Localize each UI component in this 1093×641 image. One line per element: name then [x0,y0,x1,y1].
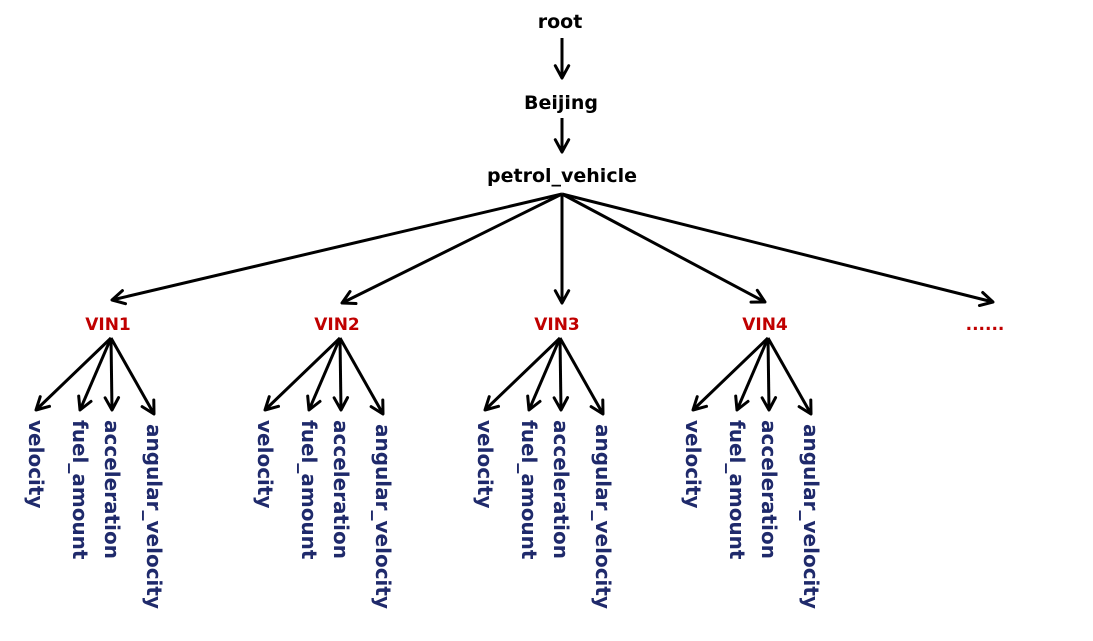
arrowhead-icon [332,396,350,412]
leaf-angular-velocity: angular_velocity [371,424,395,609]
arrowhead-icon [553,138,571,154]
leaf-fuel-amount: fuel_amount [297,420,321,560]
node-root: root [538,11,583,33]
edge-vin3-angular-velocity [558,337,605,416]
edge-vin4-acceleration [760,337,778,412]
arrowhead-icon [77,394,93,412]
node-petrol-vehicle: petrol_vehicle [487,165,637,187]
edge-petrol-more [561,192,995,308]
leaf-angular-velocity: angular_velocity [799,424,823,609]
arrowhead-icon [263,395,281,412]
leaf-velocity: velocity [681,420,705,509]
arrowhead-icon [526,394,542,412]
leaf-acceleration: acceleration [549,420,573,559]
arrowhead-icon [589,398,605,416]
leaf-velocity: velocity [253,420,277,509]
edge-root-beijing [553,38,571,80]
arrowhead-icon [977,291,995,308]
arrowhead-icon [103,396,121,412]
node-vin1: VIN1 [85,315,131,335]
edge-vin1-fuel-amount [77,337,113,412]
arrowhead-icon [34,395,52,412]
edge-vin1-acceleration [103,337,121,412]
arrowhead-icon [749,288,767,304]
arrowhead-icon [797,398,813,416]
node-beijing: Beijing [524,92,598,114]
edges [34,38,995,416]
node-vin4: VIN4 [742,315,788,335]
leaf-acceleration: acceleration [757,420,781,559]
vin-nodes: VIN1 velocity fuel_amount acceleration angul… [24,315,823,609]
arrowhead-icon [340,290,358,306]
arrowhead-icon [691,395,709,412]
leaf-fuel-amount: fuel_amount [725,420,749,560]
edge-vin4-velocity [691,336,770,412]
edge-vin4-fuel-amount [734,337,770,412]
edge-beijing-petrol [553,118,571,154]
edge-vin1-angular-velocity [109,337,156,416]
arrowhead-icon [760,396,778,412]
arrowhead-icon [553,289,571,305]
edge-vin3-velocity [483,336,562,412]
edge-petrol-vin3 [553,194,571,305]
leaf-fuel-amount: fuel_amount [68,420,92,560]
arrowhead-icon [483,395,501,412]
arrowhead-icon [140,398,156,416]
arrowhead-icon [306,394,322,412]
leaf-acceleration: acceleration [329,420,353,559]
arrowhead-icon [552,396,570,412]
leaf-acceleration: acceleration [100,420,124,559]
node-vin3: VIN3 [534,315,580,335]
edge-petrol-vin1 [110,192,563,306]
edge-vin2-acceleration [332,337,350,412]
leaf-angular-velocity: angular_velocity [591,424,615,609]
edge-vin2-fuel-amount [306,337,342,412]
edge-vin2-angular-velocity [338,337,385,416]
arrowhead-icon [110,289,127,306]
edge-vin3-acceleration [552,337,570,412]
arrowhead-icon [553,64,571,80]
arrowhead-icon [734,394,750,412]
edge-vin4-angular-velocity [766,337,813,416]
leaf-fuel-amount: fuel_amount [517,420,541,560]
edge-vin2-velocity [263,336,342,412]
node-vin2: VIN2 [314,315,360,335]
node-more-ellipsis: ...... [966,315,1005,335]
leaf-angular-velocity: angular_velocity [142,424,166,609]
leaf-velocity: velocity [24,420,48,509]
arrowhead-icon [369,398,385,416]
edge-petrol-vin2 [340,192,563,306]
edge-petrol-vin4 [561,192,767,304]
edge-vin1-velocity [34,336,113,412]
edge-vin3-fuel-amount [526,337,562,412]
leaf-velocity: velocity [473,420,497,509]
